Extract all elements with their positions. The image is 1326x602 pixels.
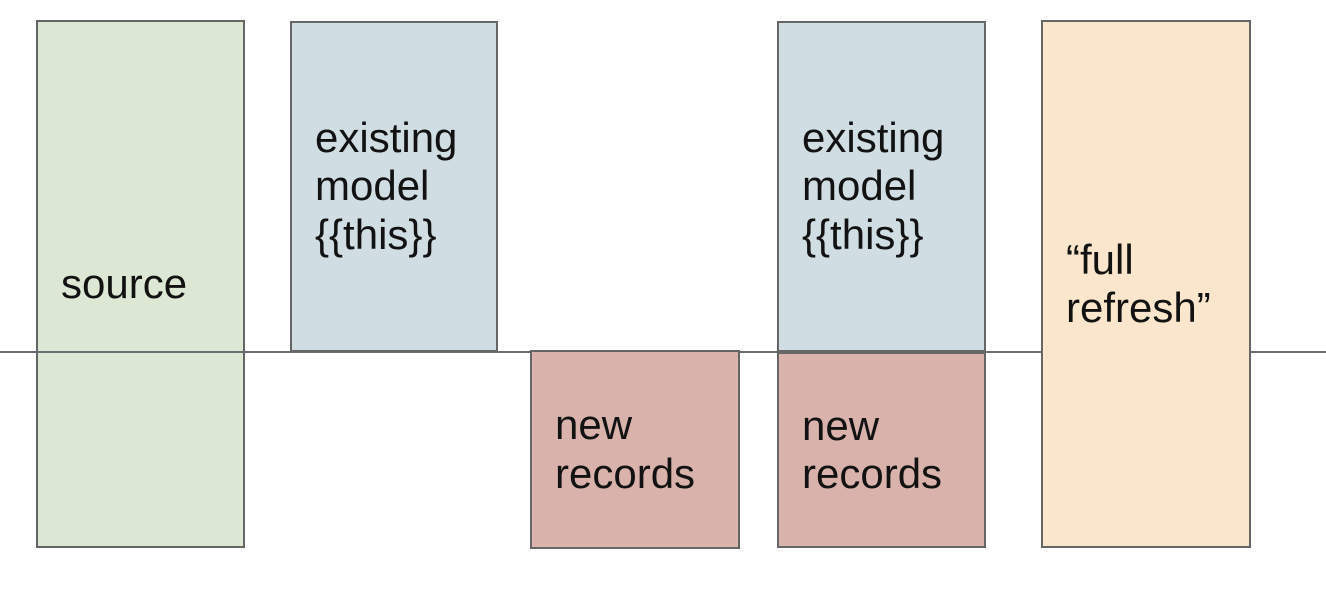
source-box: source (36, 20, 245, 548)
new-records-box-2: new records (777, 352, 986, 548)
existing-model-label-2: existing model {{this}} (802, 114, 945, 258)
full-refresh-box: “full refresh” (1041, 20, 1251, 548)
existing-model-box-1: existing model {{this}} (290, 21, 498, 352)
new-records-label-2: new records (802, 401, 943, 497)
existing-model-box-2: existing model {{this}} (777, 21, 986, 352)
new-records-label-1: new records (555, 401, 696, 497)
new-records-box-1: new records (530, 350, 740, 549)
existing-model-label-1: existing model {{this}} (315, 114, 458, 258)
source-label: source (61, 259, 188, 307)
full-refresh-label: “full refresh” (1066, 235, 1211, 331)
